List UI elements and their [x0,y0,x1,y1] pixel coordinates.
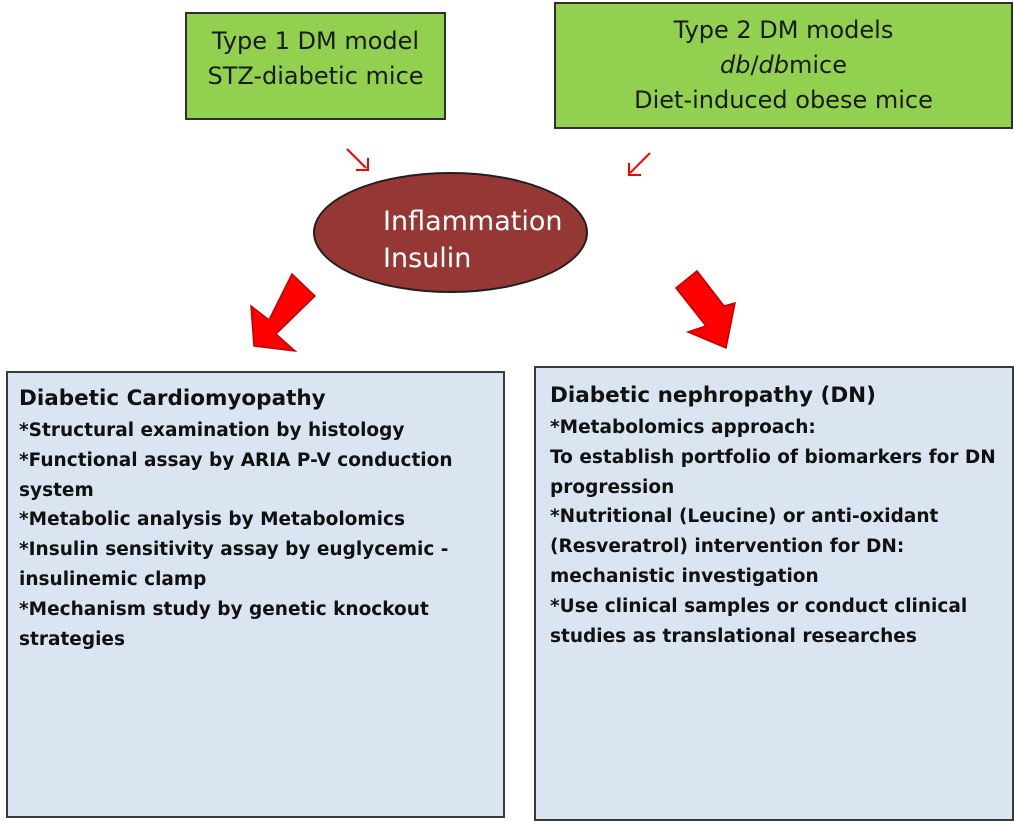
type1-dm-model-box: Type 1 DM model STZ-diabetic mice [185,12,446,120]
center-node-text: Inflammation Insulin [383,203,563,277]
arrow-center-to-nephro [674,269,736,350]
type2-db-a: db [719,51,751,79]
cardio-item-4: *Insulin sensitivity assay by euglycemic… [19,539,449,590]
arrow-center-to-cardio [250,272,317,353]
type1-line-2: STZ-diabetic mice [207,62,424,90]
nephro-item-2: To establish portfolio of biomarkers for… [550,446,996,498]
cardio-item-3: *Metabolic analysis by Metabolomics [19,509,405,531]
center-line-inflammation: Inflammation [383,206,563,237]
cardio-item-2: *Functional assay by ARIA P-V conduction… [19,449,453,501]
cardio-item-5: *Mechanism study by genetic knockout str… [19,598,429,650]
center-line-insulin: Insulin [383,243,472,274]
nephro-item-4: *Use clinical samples or conduct clinica… [550,595,968,647]
arrow-type2-to-center [628,152,651,176]
type2-line-2: db/dbmice [556,48,1011,83]
cardio-title: Diabetic Cardiomyopathy [19,386,326,411]
type2-line-1: Type 2 DM models [673,16,894,44]
type1-line-1: Type 1 DM model [211,27,420,55]
nephro-title: Diabetic nephropathy (DN) [550,383,877,408]
nephro-item-3: *Nutritional (Leucine) or anti-oxidant (… [550,506,939,587]
diabetic-nephropathy-box: Diabetic nephropathy (DN) *Metabolomics … [534,366,1014,821]
inflammation-insulin-node [313,172,588,293]
diabetic-cardiomyopathy-box: Diabetic Cardiomyopathy *Structural exam… [6,371,505,818]
type2-mice: mice [789,51,848,79]
type2-line-3: Diet-induced obese mice [634,86,933,114]
cardio-item-1: *Structural examination by histology [19,420,405,441]
type2-db-sep: / [750,51,759,79]
nephro-item-1: *Metabolomics approach: [550,417,816,438]
type2-db-b: db [758,51,789,79]
arrow-type1-to-center [346,148,369,171]
type2-dm-models-box: Type 2 DM models db/dbmice Diet-induced … [554,2,1013,129]
